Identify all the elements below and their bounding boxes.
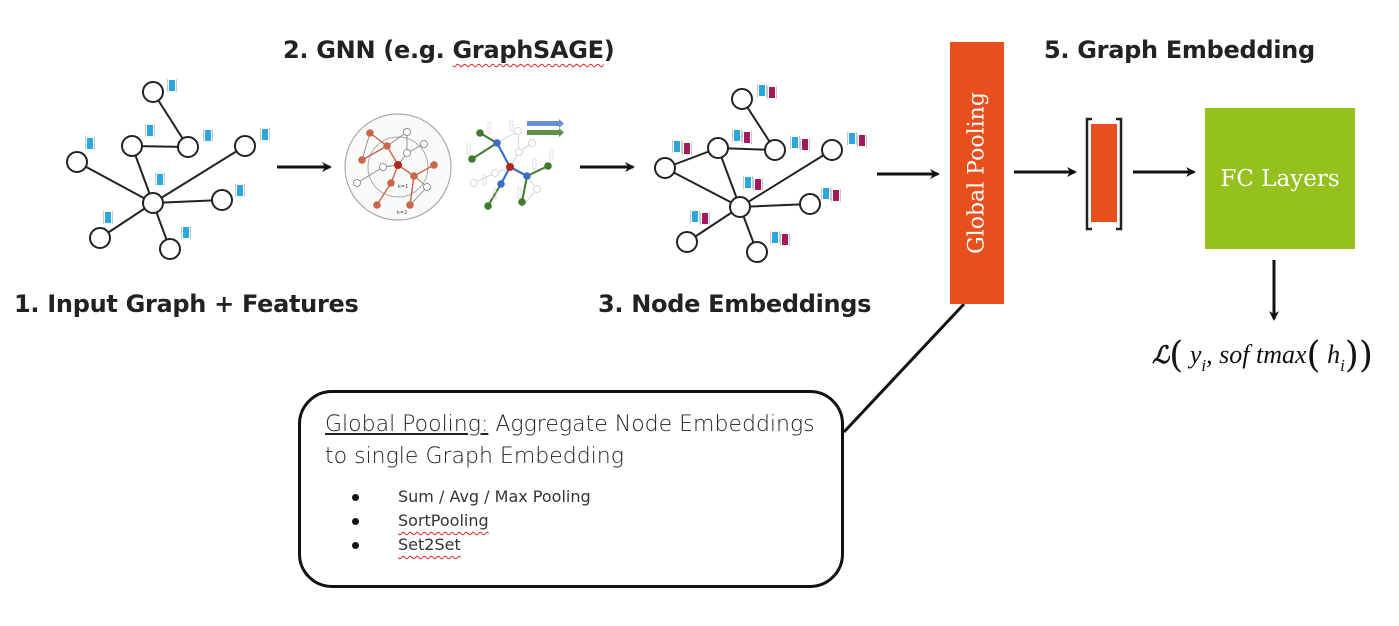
graph-node	[764, 139, 786, 161]
loss-h-subscript: i	[1340, 356, 1345, 375]
embedding-vector-icon	[790, 135, 810, 152]
bullet-icon	[352, 494, 359, 501]
graph-node	[707, 137, 729, 159]
graph-node	[142, 192, 164, 214]
graph-node	[676, 231, 698, 253]
pooling-method-label: Sum / Avg / Max Pooling	[398, 487, 591, 506]
graph-node	[66, 151, 88, 173]
feature-vector-icon	[167, 78, 177, 93]
embedding-vector-icon	[821, 186, 841, 203]
bullet-icon	[352, 542, 359, 549]
loss-comma: ,	[1206, 340, 1220, 369]
graph-node	[731, 88, 753, 110]
pooling-method-label: SortPooling	[398, 511, 489, 530]
callout-term: Global Pooling:	[325, 412, 489, 437]
loss-symbol: ℒ	[1152, 340, 1170, 369]
graph-node	[654, 157, 676, 179]
feature-vector-icon	[235, 183, 245, 198]
feature-vector-icon	[103, 210, 113, 225]
feature-vector-icon	[155, 172, 165, 187]
feature-vector-icon	[260, 127, 270, 142]
graph-node	[729, 196, 751, 218]
embedding-vector-icon	[743, 175, 763, 192]
embedding-vector-icon	[732, 128, 752, 145]
step2-title: 2. GNN (e.g. GraphSAGE)	[283, 36, 615, 64]
global-pooling-block: Global Pooling	[950, 42, 1004, 304]
feature-vector-icon	[181, 225, 191, 240]
fc-layers-label: FC Layers	[1220, 165, 1340, 192]
pooling-methods-list: Sum / Avg / Max Pooling SortPooling Set2…	[325, 485, 591, 557]
graph-node	[121, 135, 143, 157]
input-graph	[66, 81, 256, 260]
graph-node	[89, 227, 111, 249]
step3-title: 3. Node Embeddings	[598, 290, 872, 318]
embedding-vector-icon	[757, 83, 777, 100]
step5-title: 5. Graph Embedding	[1044, 36, 1315, 64]
pooling-method-label: Set2Set	[398, 535, 461, 554]
bullet-icon	[352, 518, 359, 525]
feature-vector-icon	[203, 128, 213, 143]
ring-label-k1: k=1	[398, 184, 408, 190]
graph-edge	[739, 203, 811, 208]
fc-layers-block: FC Layers	[1205, 108, 1355, 249]
graph-node	[142, 81, 164, 103]
input-feature-vectors	[85, 78, 270, 240]
global-pooling-callout: Global Pooling: Aggregate Node Embedding…	[298, 390, 844, 588]
graph-edge	[664, 167, 741, 208]
graph-node	[746, 241, 768, 263]
pooling-method-item: SortPooling	[325, 509, 591, 533]
embedding-vector-icon	[770, 230, 790, 247]
embedding-vector-icon	[690, 209, 710, 226]
graph-node	[211, 189, 233, 211]
graph-edge	[739, 149, 833, 208]
embedding-graph	[654, 88, 843, 263]
global-pooling-label: Global Pooling	[964, 92, 990, 254]
right-bracket	[1116, 117, 1123, 231]
step2-title-prefix: 2. GNN (e.g.	[283, 36, 453, 64]
graph-node	[821, 139, 843, 161]
loss-h: h	[1327, 340, 1341, 369]
embedding-feature-vectors	[672, 83, 867, 247]
ring-label-k2: k=2	[397, 210, 407, 216]
loss-y: y	[1189, 340, 1202, 369]
graph-node	[234, 135, 256, 157]
graph-node	[799, 193, 821, 215]
callout-description: Aggregate Node Embeddings to single Grap…	[325, 412, 815, 469]
left-bracket	[1085, 117, 1092, 231]
callout-heading: Global Pooling: Aggregate Node Embedding…	[325, 409, 825, 473]
pooling-method-item: Sum / Avg / Max Pooling	[325, 485, 591, 509]
step1-title: 1. Input Graph + Features	[14, 290, 359, 318]
loss-softmax: sof tmax	[1219, 340, 1307, 369]
graph-embedding-bar	[1091, 124, 1117, 222]
step2-title-model: GraphSAGE	[452, 36, 605, 64]
loss-y-subscript: i	[1201, 356, 1207, 375]
graph-node	[177, 136, 199, 158]
step2-title-suffix: )	[603, 36, 615, 64]
gnn-aggregation-illustration	[466, 119, 564, 210]
gnn-neighborhood-illustration: k=1 k=2	[344, 113, 452, 221]
callout-connector	[842, 302, 966, 434]
graph-edge	[76, 161, 154, 204]
feature-vector-icon	[85, 136, 95, 151]
pooling-method-item: Set2Set	[325, 533, 591, 557]
graph-edge	[152, 145, 246, 204]
graph-embedding-vector	[1085, 117, 1123, 231]
aggregation-legend	[527, 119, 564, 137]
loss-formula: ℒ( yi, sof tmax( hi))	[1152, 335, 1373, 376]
embedding-vector-icon	[672, 139, 692, 156]
feature-vector-icon	[145, 123, 155, 138]
embedding-vector-icon	[847, 131, 867, 148]
graph-node	[159, 238, 181, 260]
graph-edge	[152, 199, 223, 204]
